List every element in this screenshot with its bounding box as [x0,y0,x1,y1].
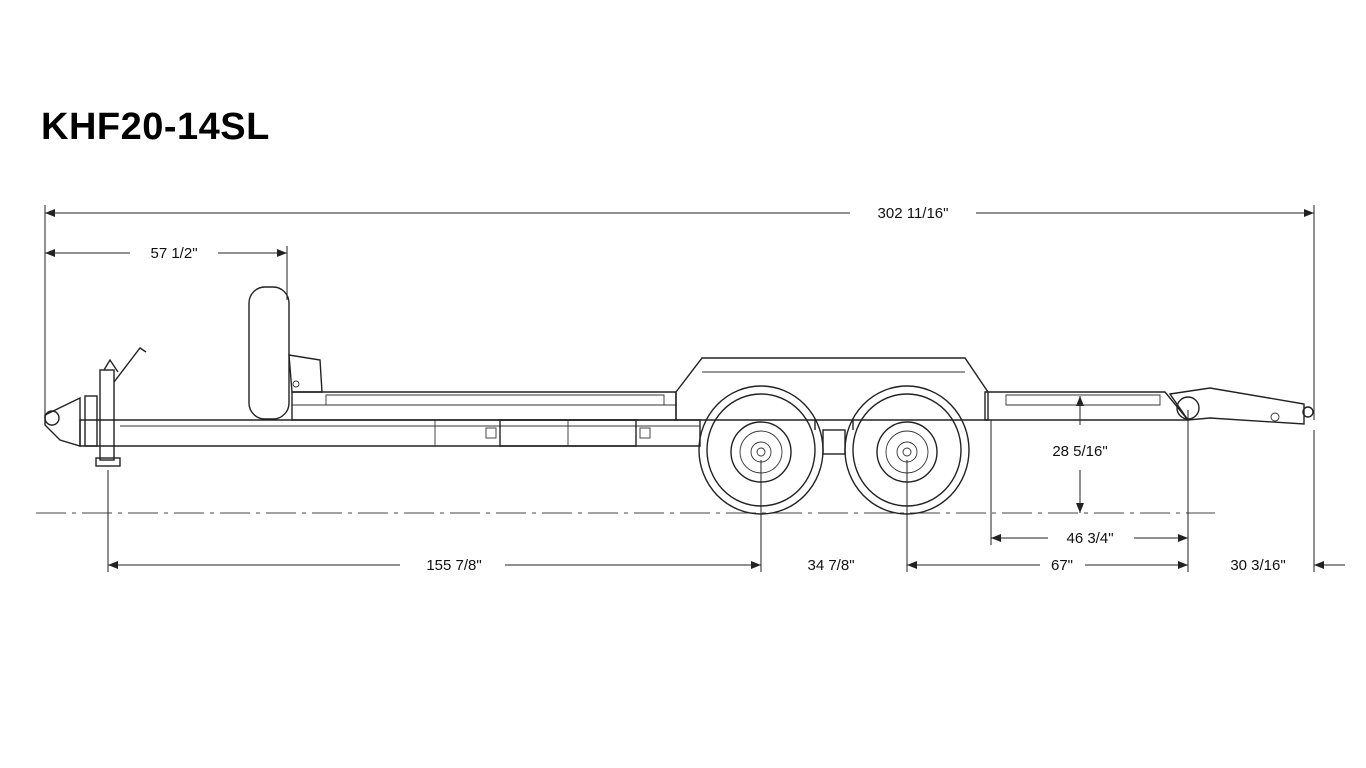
coupler-to-fender-label: 57 1/2" [150,245,197,262]
extension-lines [44,205,1315,572]
coupler-to-fender-dimension: 57 1/2" [45,245,287,262]
deck-height-dimension: 28 5/16" [1052,396,1108,513]
overall-length-dimension: 302 11/16" [45,205,1314,222]
suspension [814,420,854,455]
overall-length-label: 302 11/16" [878,205,949,222]
jack-to-axle-label: 155 7/8" [426,557,481,574]
ramp-length-label: 46 3/4" [1066,530,1113,547]
deck-height-label: 28 5/16" [1052,443,1107,460]
jack-to-axle-dimension: 155 7/8" [108,557,761,574]
axle-to-ramp-dimension: 67" [907,557,1188,574]
axle-to-ramp-label: 67" [1051,557,1073,574]
ramp-length-dimension: 46 3/4" [991,530,1188,547]
model-title: KHF20-14SL [41,106,270,148]
trailer-frame [44,286,1314,467]
ramp-overhang-label: 30 3/16" [1230,557,1285,574]
axle-spacing-label: 34 7/8" [807,557,854,574]
ramp-overhang-dimension: 30 3/16" [1230,557,1345,574]
